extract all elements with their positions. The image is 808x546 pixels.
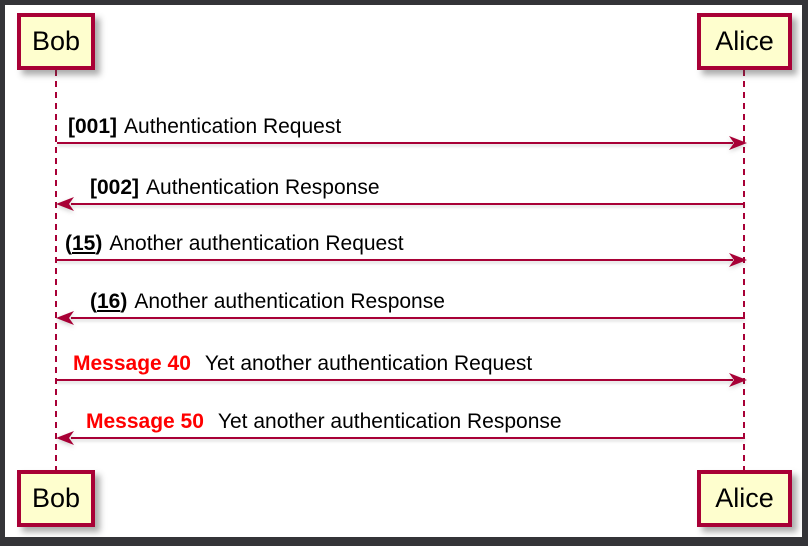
message-4-arrow (71, 317, 745, 319)
actor-label-alice-top: Alice (715, 26, 774, 56)
message-6-body: Yet another authentication Response (217, 410, 562, 433)
message-6-arrow (71, 437, 745, 439)
message-1-body: Authentication Request (124, 115, 342, 138)
message-1-arrow (57, 142, 733, 144)
message-2-body: Authentication Response (146, 176, 380, 199)
message-6-prefix: Message 50 (86, 410, 204, 433)
message-5-arrow (57, 379, 733, 381)
message-6-label: Message 50 Yet another authentication Res… (86, 409, 562, 435)
message-4-prefix-number: 16 (97, 290, 121, 313)
message-3-label: (15) Another authentication Request (65, 231, 404, 257)
arrowhead-left-icon (56, 197, 74, 211)
message-5-prefix: Message 40 (73, 352, 191, 375)
arrowhead-left-icon (56, 431, 74, 445)
message-3-prefix-open: ( (65, 232, 72, 255)
actor-label-alice-bottom: Alice (715, 483, 774, 513)
message-5-body: Yet another authentication Request (204, 352, 533, 375)
message-4-label: (16) Another authentication Response (90, 289, 445, 315)
lifeline-alice (743, 70, 745, 470)
actor-label-bob-bottom: Bob (31, 483, 81, 513)
actor-box-alice-bottom: Alice (697, 470, 792, 527)
arrowhead-right-icon (729, 373, 747, 387)
actor-box-alice-top: Alice (697, 13, 792, 70)
message-5-label: Message 40 Yet another authentication Req… (73, 351, 532, 377)
arrowhead-right-icon (729, 136, 747, 150)
message-4-prefix-open: ( (90, 290, 97, 313)
message-3-arrow (57, 259, 733, 261)
arrowhead-right-icon (729, 253, 747, 267)
message-3-prefix-number: 15 (72, 232, 96, 255)
message-1-prefix: [001] (68, 115, 118, 138)
actor-box-bob-top: Bob (17, 13, 95, 70)
arrowhead-left-icon (56, 311, 74, 325)
message-2-prefix: [002] (90, 176, 140, 199)
message-4-prefix-close: ) (120, 290, 128, 313)
message-4-body: Another authentication Response (134, 290, 445, 313)
message-2-arrow (71, 203, 745, 205)
actor-label-bob-top: Bob (31, 26, 81, 56)
message-3-body: Another authentication Request (109, 232, 404, 255)
actor-box-bob-bottom: Bob (17, 470, 95, 527)
lifeline-bob (55, 70, 57, 470)
message-3-prefix-close: ) (95, 232, 103, 255)
message-1-label: [001] Authentication Request (68, 114, 341, 140)
message-2-label: [002] Authentication Response (90, 175, 380, 201)
